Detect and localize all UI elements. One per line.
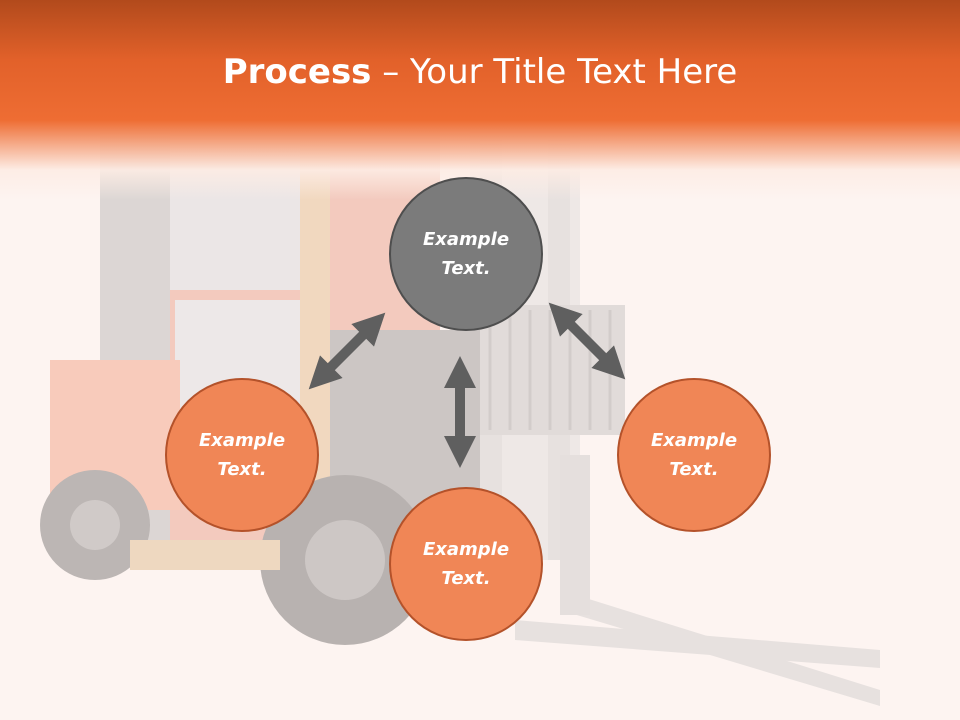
- process-step-top[interactable]: Example Text.: [389, 177, 543, 331]
- title-bold-part: Process: [222, 52, 372, 92]
- process-step-left[interactable]: Example Text.: [165, 378, 319, 532]
- process-step-bottom-text: Example Text.: [422, 539, 510, 589]
- process-step-right-text: Example Text.: [650, 430, 738, 480]
- title-banner: [0, 0, 960, 200]
- title-rest-part: – Your Title Text Here: [371, 52, 738, 92]
- process-step-bottom[interactable]: Example Text.: [389, 487, 543, 641]
- double-arrow-icon: [548, 302, 626, 380]
- double-arrow-icon: [308, 312, 386, 390]
- process-step-left-text: Example Text.: [198, 430, 286, 480]
- process-step-top-text: Example Text.: [422, 229, 510, 279]
- process-step-right[interactable]: Example Text.: [617, 378, 771, 532]
- slide-title[interactable]: Process – Your Title Text Here: [0, 52, 960, 92]
